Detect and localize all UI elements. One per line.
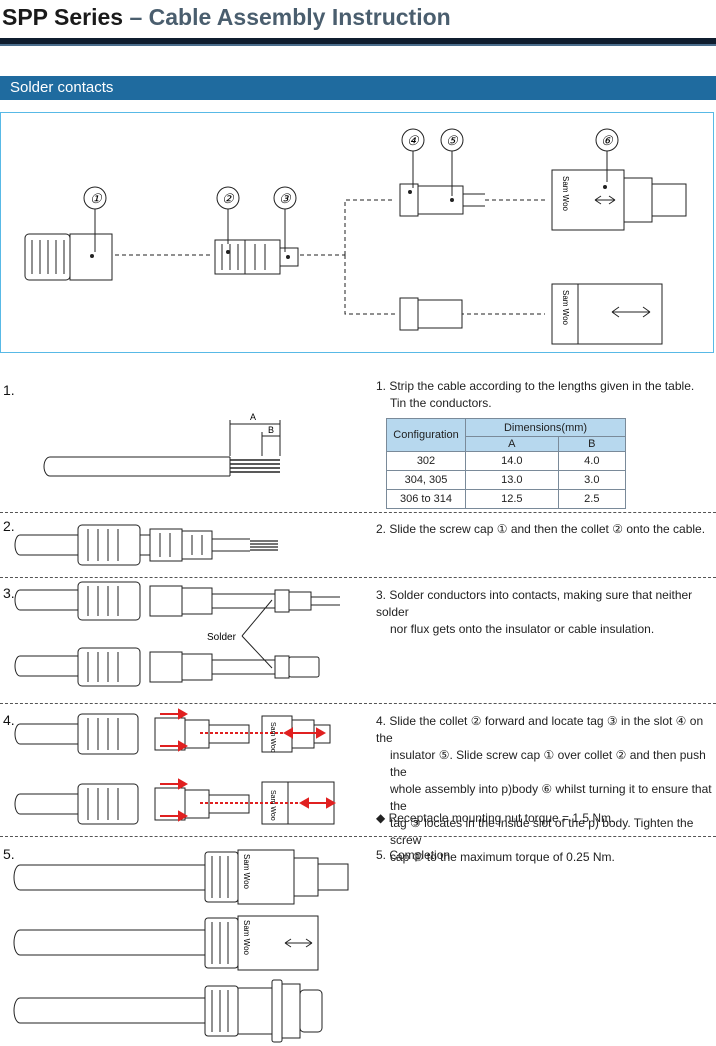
receptacle-body-part	[551, 283, 663, 345]
brand-mark-receptacle: Sam Woo	[561, 290, 570, 326]
dimension-b-label: B	[268, 425, 274, 435]
step-line: 3. Solder conductors into contacts, maki…	[376, 588, 693, 619]
step-divider	[0, 703, 716, 705]
table-cell: 14.0	[465, 451, 559, 471]
step3-instruction: 3. Solder conductors into contacts, maki…	[376, 587, 716, 638]
table-cell: 4.0	[557, 451, 627, 471]
collet-part	[214, 239, 299, 275]
step-line: 4. Slide the collet ② forward and locate…	[376, 714, 704, 745]
table-header-b: B	[557, 436, 627, 452]
header-rule	[0, 38, 716, 44]
brand-mark-step5-receptacle: Sam Woo	[242, 920, 251, 956]
section-title: Solder contacts	[10, 79, 114, 96]
step-line: cap ① to the maximum torque of 0.25 Nm.	[390, 850, 615, 864]
plug-body-part	[551, 169, 687, 231]
red-arrows	[160, 708, 337, 822]
brand-mark-step4-plug: Sam Woo	[269, 722, 276, 753]
step4-drawing: Sam Woo Sam Woo	[14, 708, 337, 825]
step-divider	[0, 836, 716, 838]
table-row: 302 14.0 4.0	[386, 451, 627, 471]
brand-mark-step5-plug: Sam Woo	[242, 854, 251, 890]
title-main: SPP Series	[2, 4, 124, 30]
step-number: 2.	[3, 518, 15, 534]
table-header-configuration: Configuration	[386, 418, 466, 452]
table-header-dimensions: Dimensions(mm)	[465, 418, 626, 437]
step1-instruction: 1. Strip the cable according to the leng…	[376, 378, 694, 412]
table-cell: 13.0	[465, 470, 559, 490]
dimensions-table: Configuration Dimensions(mm) A B 302 14.…	[386, 418, 627, 509]
step5-drawing: Sam Woo Sam Woo	[13, 849, 349, 1043]
header-rule-accent	[0, 44, 716, 46]
step-divider	[0, 512, 716, 514]
brand-mark-plug: Sam Woo	[561, 176, 570, 212]
table-row: 304, 305 13.0 3.0	[386, 470, 627, 490]
step-number: 4.	[3, 712, 15, 728]
step5-instruction: 5. Completion	[376, 847, 450, 864]
callout-3: ③	[279, 191, 292, 206]
step-line: insulator ⑤. Slide screw cap ① over coll…	[390, 748, 706, 779]
step-divider	[0, 577, 716, 579]
callout-4: ④	[407, 133, 420, 148]
table-cell: 304, 305	[386, 470, 466, 490]
brand-mark-step4-receptacle: Sam Woo	[269, 790, 276, 821]
callout-2: ②	[222, 191, 235, 206]
table-cell: 2.5	[557, 489, 627, 509]
step-line: Tin the conductors.	[390, 396, 492, 410]
step-number: 1.	[3, 382, 15, 398]
title-sub: – Cable Assembly Instruction	[123, 4, 451, 30]
page-title: SPP Series – Cable Assembly Instruction	[2, 4, 451, 31]
table-header-a: A	[465, 436, 559, 452]
step-line: 2. Slide the screw cap ① and then the co…	[376, 522, 706, 536]
step-line: 5. Completion	[376, 848, 451, 862]
step1-strip-drawing: A B	[43, 412, 281, 477]
callout-1: ①	[90, 191, 103, 206]
step2-drawing	[14, 524, 278, 566]
solder-callout: Solder	[207, 632, 237, 643]
step-number: 5.	[3, 846, 15, 862]
parts-diagram: ① ② ③ ④ ⑤ ⑥ Sam Woo Sam Woo	[24, 128, 687, 345]
callout-5: ⑤	[446, 133, 459, 148]
table-cell: 302	[386, 451, 466, 471]
table-cell: 12.5	[465, 489, 559, 509]
step4-instruction: 4. Slide the collet ② forward and locate…	[376, 713, 716, 866]
step3-drawing: Solder	[14, 581, 340, 687]
torque-note: ◆ Receptacle mounting nut torque = 1.5 N…	[376, 811, 615, 825]
step-number: 3.	[3, 585, 15, 601]
table-cell: 3.0	[557, 470, 627, 490]
step-line: tag ③ locates in the inside slot of the …	[390, 816, 694, 847]
step2-instruction: 2. Slide the screw cap ① and then the co…	[376, 521, 705, 538]
parts-diagram-frame	[0, 112, 714, 353]
section-bar	[0, 76, 716, 100]
table-cell: 306 to 314	[386, 489, 466, 509]
step-line: nor flux gets onto the insulator or cabl…	[390, 622, 655, 636]
table-row: 306 to 314 12.5 2.5	[386, 489, 627, 509]
screw-cap-part	[24, 233, 113, 281]
dimension-a-label: A	[250, 412, 256, 422]
step-line: whole assembly into p)body ⑥ whilst turn…	[390, 782, 712, 813]
step-line: 1. Strip the cable according to the leng…	[376, 379, 695, 393]
callout-6: ⑥	[601, 133, 614, 148]
insulator-part	[399, 183, 485, 331]
